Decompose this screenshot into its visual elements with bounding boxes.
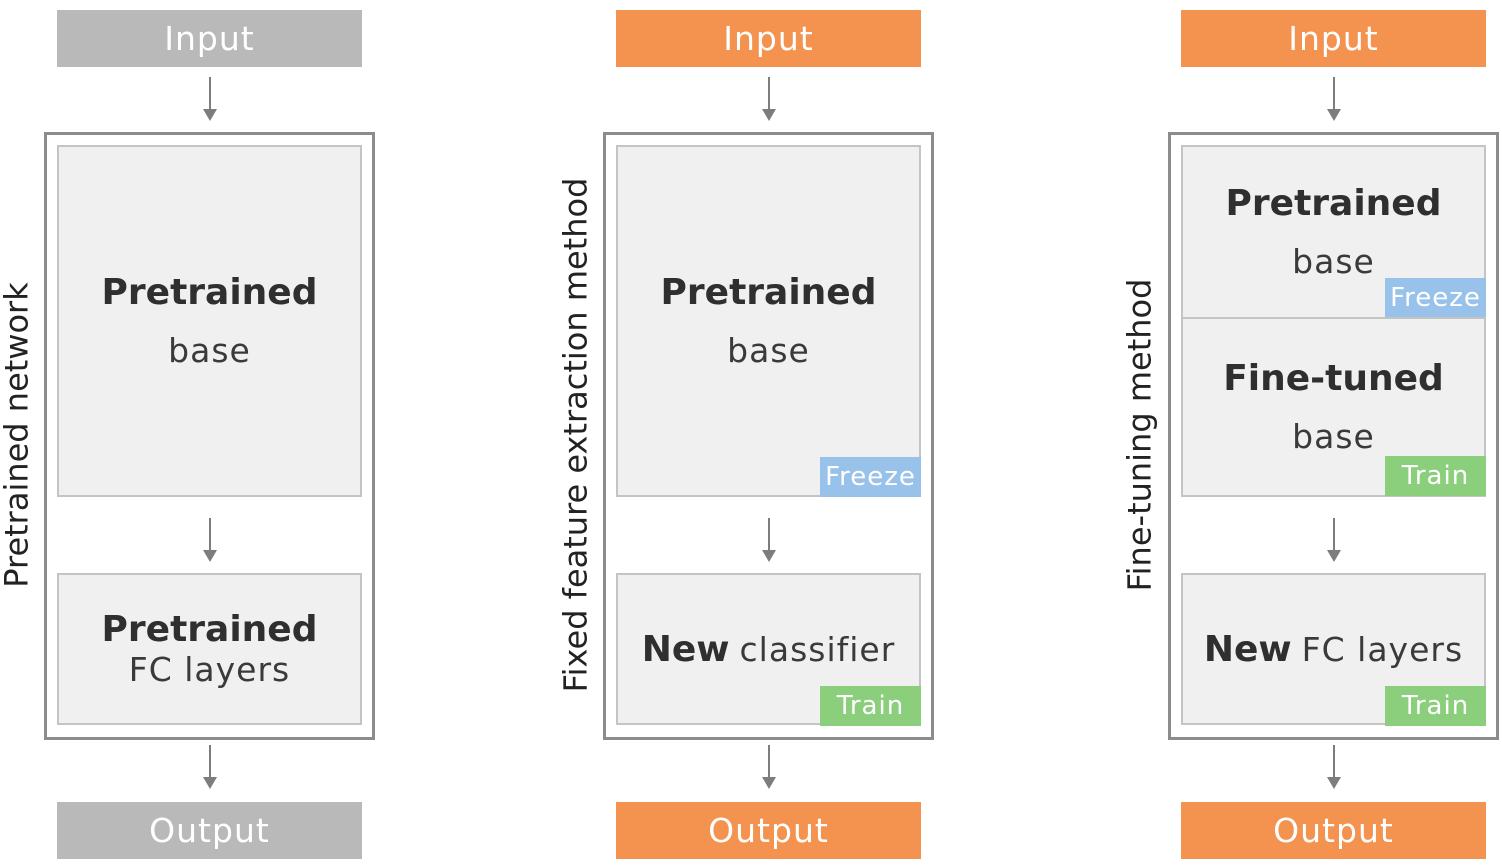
train-tag: Train (820, 686, 921, 726)
train-tag: Train (1385, 456, 1486, 496)
output-node: Output (616, 802, 921, 859)
block-title: New (1203, 628, 1292, 670)
freeze-tag: Freeze (1385, 278, 1486, 318)
block-subtitle: classifier (739, 629, 896, 669)
arrow-down (203, 77, 217, 121)
train-tag: Train (1385, 686, 1486, 726)
pretrained-fc-layers-block: Pretrained FC layers (57, 573, 362, 725)
pretrained-base-block: Pretrained base (616, 145, 921, 497)
block-title: New (641, 628, 730, 670)
arrow-down (762, 518, 776, 562)
block-title: Fine-tuned (1223, 358, 1444, 399)
input-node: Input (57, 10, 362, 67)
output-node: Output (1181, 802, 1486, 859)
arrow-down (1327, 745, 1341, 789)
arrow-down (1327, 518, 1341, 562)
block-subtitle: base (168, 331, 251, 370)
block-subtitle: FC layers (128, 650, 291, 689)
side-label-fine-tuning: Fine-tuning method (1120, 278, 1159, 592)
side-label-fixed-feature-extraction: Fixed feature extraction method (556, 177, 594, 693)
block-subtitle: base (1292, 242, 1375, 281)
freeze-tag: Freeze (820, 457, 921, 497)
block-title: Pretrained (101, 609, 318, 650)
block-subtitle: base (727, 331, 810, 370)
arrow-down (762, 745, 776, 789)
input-node: Input (616, 10, 921, 67)
arrow-down (203, 518, 217, 562)
arrow-down (1327, 77, 1341, 121)
block-title: Pretrained (101, 272, 318, 313)
arrow-down (203, 745, 217, 789)
arrow-down (762, 77, 776, 121)
block-subtitle: base (1292, 417, 1375, 456)
pretrained-base-block: Pretrained base (57, 145, 362, 497)
block-subtitle: FC layers (1301, 629, 1464, 669)
side-label-pretrained-network: Pretrained network (0, 282, 37, 588)
block-title: Pretrained (1225, 183, 1442, 224)
output-node: Output (57, 802, 362, 859)
block-title: Pretrained (660, 272, 877, 313)
input-node: Input (1181, 10, 1486, 67)
